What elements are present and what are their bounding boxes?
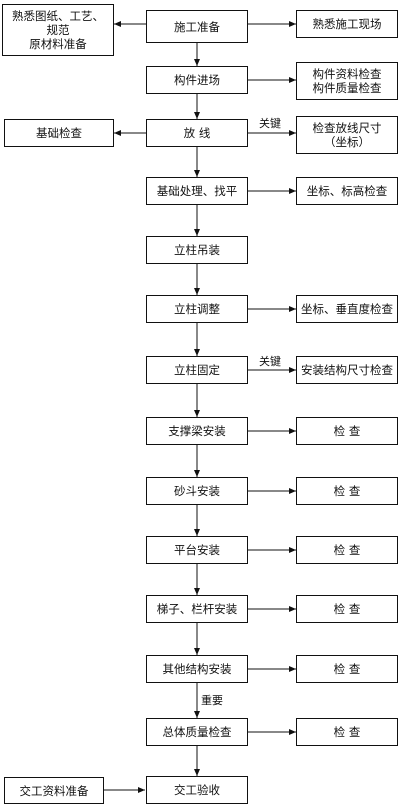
other-install-text: 其他结构安装	[162, 662, 232, 676]
check-box-5: 检 查	[296, 655, 398, 683]
check-text-1: 检 查	[333, 424, 361, 438]
column-adjust-box: 立柱调整	[146, 295, 248, 323]
prep-left-box: 熟悉图纸、工艺、 规范 原材料准备	[2, 4, 114, 56]
layout-check-box: 检查放线尺寸 （坐标）	[296, 116, 398, 154]
check-box-6: 检 查	[296, 718, 398, 746]
components-check-box: 构件资料检查 构件质量检查	[296, 62, 398, 100]
check-box-4: 检 查	[296, 595, 398, 623]
key-label-1: 关键	[259, 117, 281, 130]
overall-check-text: 总体质量检查	[162, 725, 232, 739]
handover-accept-box: 交工验收	[146, 776, 248, 804]
check-text-2: 检 查	[333, 484, 361, 498]
layout-text: 放 线	[183, 126, 211, 140]
column-lift-text: 立柱吊装	[174, 243, 220, 257]
hopper-install-text: 砂斗安装	[174, 484, 220, 498]
handover-accept-text: 交工验收	[174, 783, 220, 797]
key-label-2: 关键	[259, 355, 281, 368]
check-box-1: 检 查	[296, 417, 398, 445]
platform-install-box: 平台安装	[146, 536, 248, 564]
coord-vert-check-text: 坐标、垂直度检查	[301, 302, 393, 316]
foundation-check-box: 基础检查	[4, 119, 114, 147]
other-install-box: 其他结构安装	[146, 655, 248, 683]
check-text-6: 检 查	[333, 725, 361, 739]
ladder-install-box: 梯子、栏杆安装	[146, 595, 248, 623]
beam-install-box: 支撑梁安装	[146, 417, 248, 445]
layout-check-text: 检查放线尺寸 （坐标）	[312, 121, 382, 149]
prep-left-text: 熟悉图纸、工艺、 规范 原材料准备	[12, 9, 104, 51]
prep-box: 施工准备	[146, 10, 248, 43]
components-in-text: 构件进场	[174, 73, 220, 87]
check-text-5: 检 查	[333, 662, 361, 676]
prep-text: 施工准备	[174, 19, 220, 34]
prep-right-box: 熟悉施工现场	[296, 10, 398, 38]
handover-docs-box: 交工资料准备	[4, 777, 104, 804]
check-box-2: 检 查	[296, 477, 398, 505]
column-fix-text: 立柱固定	[174, 363, 220, 377]
struct-dim-check-text: 安装结构尺寸检查	[301, 363, 393, 377]
foundation-treat-text: 基础处理、找平	[156, 184, 238, 198]
foundation-treat-box: 基础处理、找平	[146, 177, 248, 205]
hopper-install-box: 砂斗安装	[146, 477, 248, 505]
components-check-text: 构件资料检查 构件质量检查	[312, 67, 382, 95]
handover-docs-text: 交工资料准备	[19, 783, 89, 798]
layout-box: 放 线	[146, 119, 248, 147]
components-in-box: 构件进场	[146, 66, 248, 94]
ladder-install-text: 梯子、栏杆安装	[156, 602, 238, 616]
coord-elev-check-text: 坐标、标高检查	[306, 184, 388, 198]
foundation-check-text: 基础检查	[36, 126, 82, 140]
platform-install-text: 平台安装	[174, 543, 220, 557]
column-adjust-text: 立柱调整	[174, 302, 220, 316]
overall-check-box: 总体质量检查	[146, 718, 248, 746]
column-lift-box: 立柱吊装	[146, 236, 248, 264]
coord-elev-check-box: 坐标、标高检查	[296, 177, 398, 205]
column-fix-box: 立柱固定	[146, 356, 248, 384]
check-text-4: 检 查	[333, 602, 361, 616]
prep-right-text: 熟悉施工现场	[312, 17, 382, 31]
coord-vert-check-box: 坐标、垂直度检查	[296, 295, 398, 323]
important-label: 重要	[201, 694, 223, 707]
struct-dim-check-box: 安装结构尺寸检查	[296, 356, 398, 384]
check-box-3: 检 查	[296, 536, 398, 564]
beam-install-text: 支撑梁安装	[168, 424, 226, 438]
check-text-3: 检 查	[333, 543, 361, 557]
